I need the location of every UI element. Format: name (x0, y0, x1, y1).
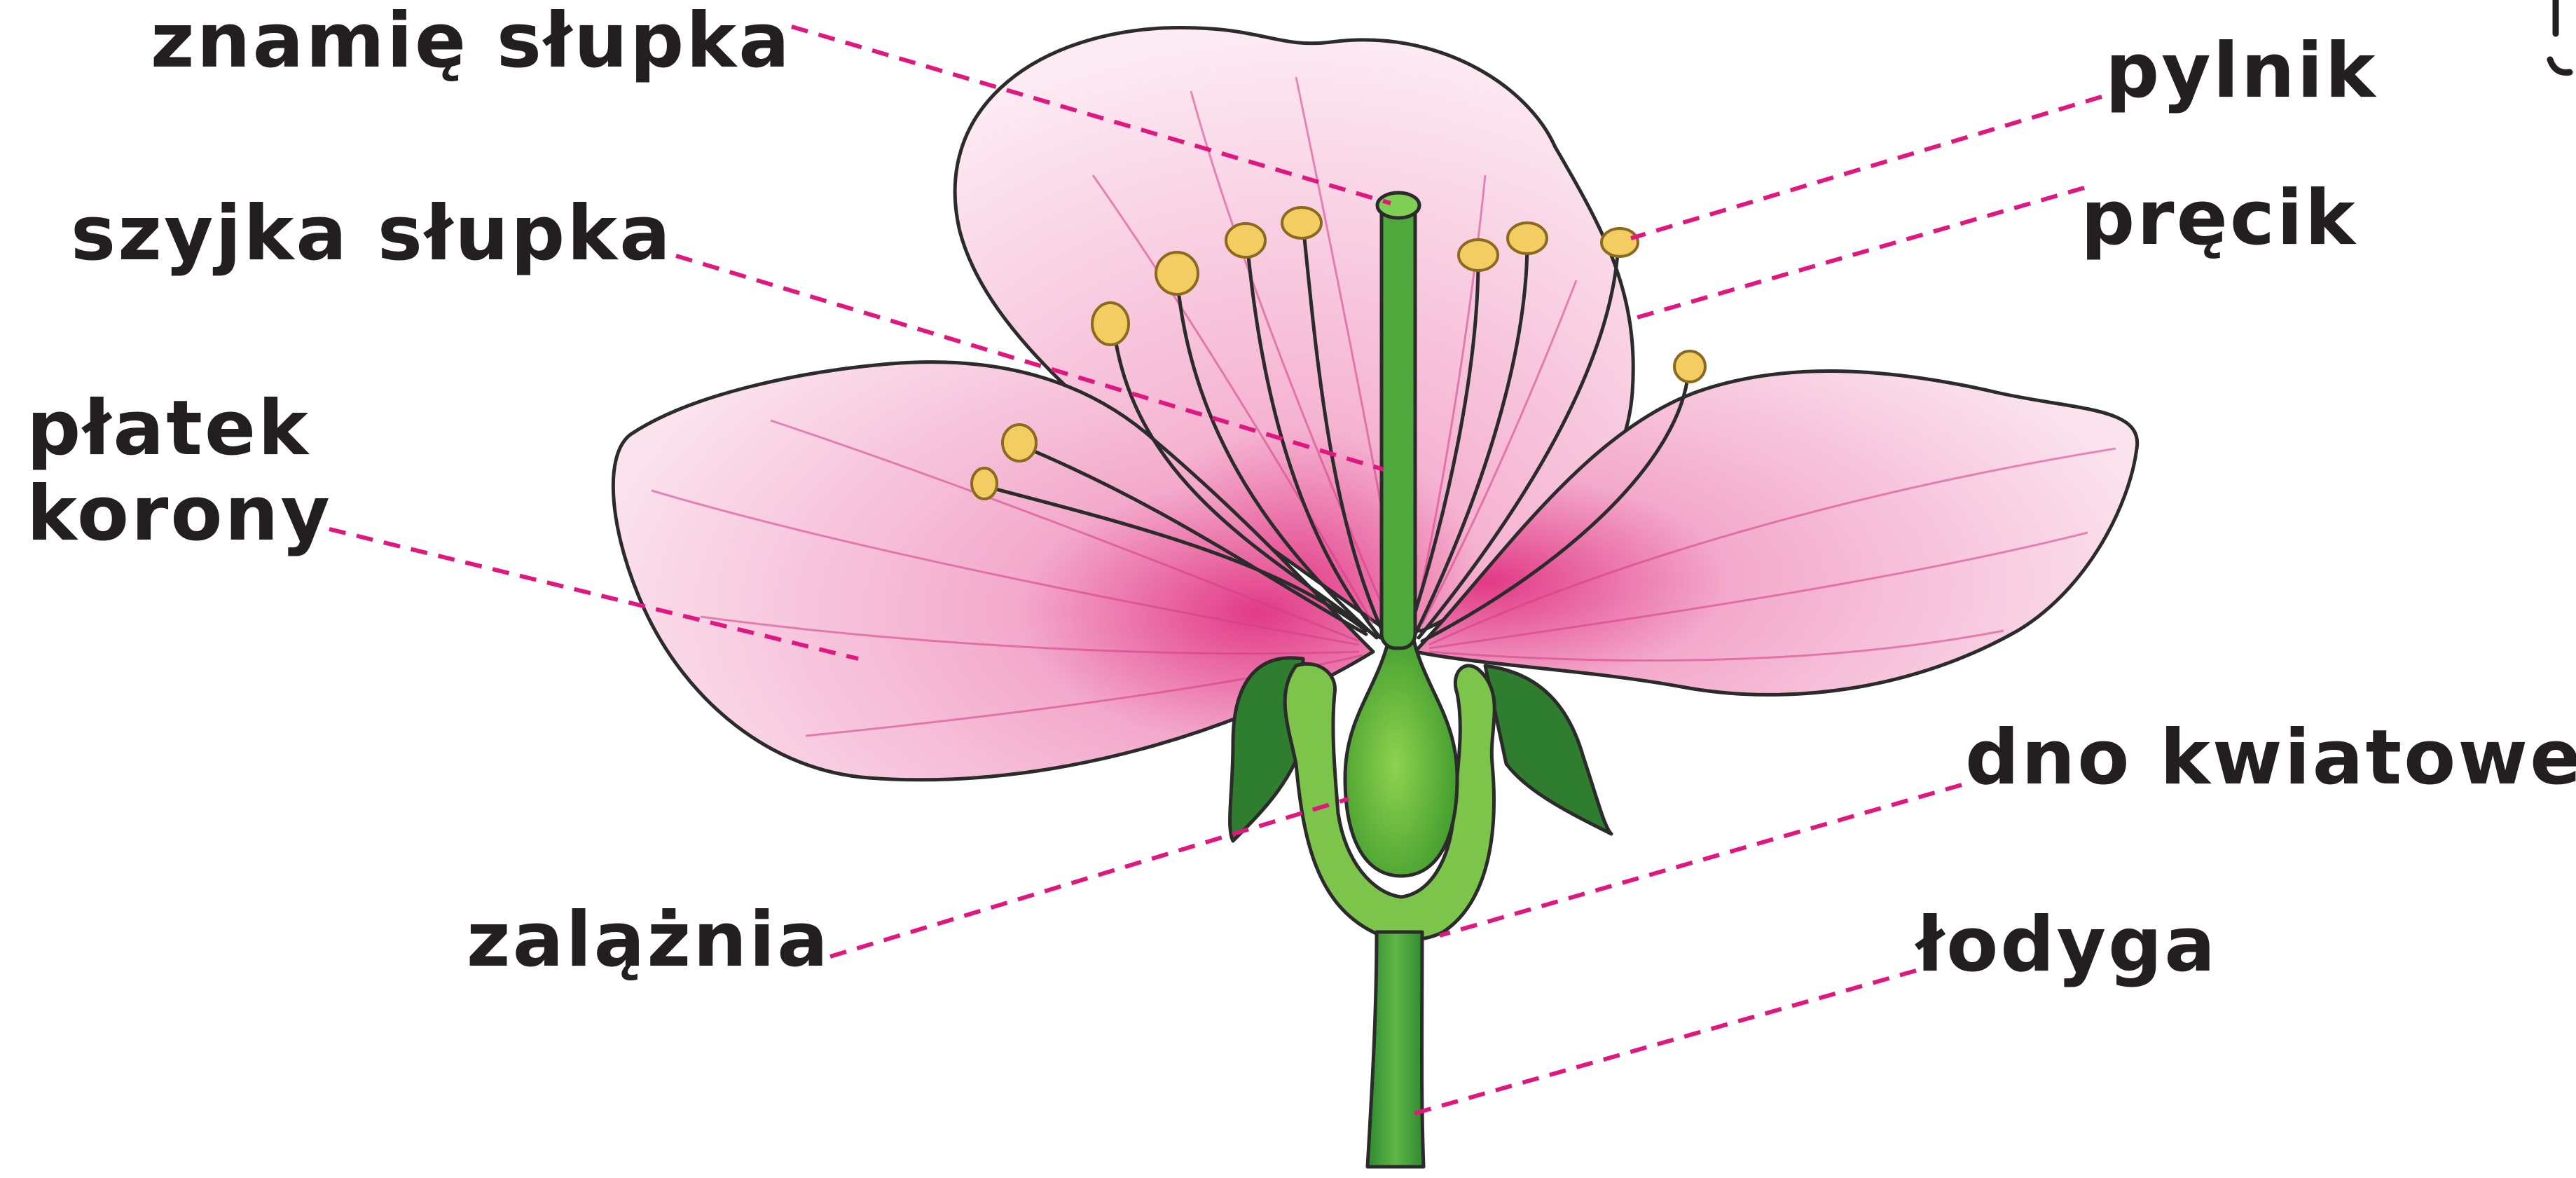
label-petal-line2: korony (27, 470, 332, 558)
label-stamen: pręcik (2081, 174, 2357, 262)
label-stigma: znamię słupka (151, 0, 792, 85)
leader-ovary (830, 799, 1349, 957)
right-sepal (1485, 666, 1611, 834)
pistil-style (1382, 200, 1415, 648)
flower-illustration (613, 28, 2137, 1167)
label-stem: łodyga (1915, 901, 2217, 989)
leader-anther (1631, 97, 2102, 238)
leader-stem (1412, 971, 1916, 1114)
corner-bracket-mark (2550, 0, 2570, 72)
label-petal-line1: płatek (27, 385, 310, 472)
label-ovary: zalążnia (467, 896, 830, 984)
stem (1368, 932, 1424, 1167)
pistil-stigma (1377, 193, 1419, 218)
label-receptacle: dno kwiatowe (1965, 714, 2576, 802)
label-anther: pylnik (2105, 27, 2377, 115)
ovary (1345, 631, 1457, 876)
leader-stamen (1632, 188, 2084, 319)
label-style: szyjka słupka (71, 190, 673, 278)
leader-receptacle (1440, 785, 1962, 936)
